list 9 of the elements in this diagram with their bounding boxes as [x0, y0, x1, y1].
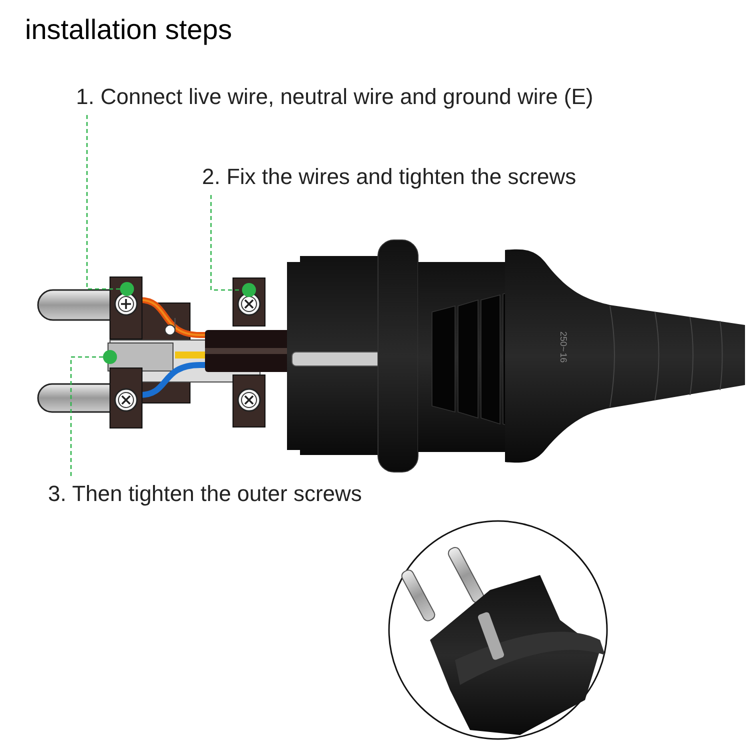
leader-line: [86, 115, 120, 290]
title: installation steps: [25, 13, 232, 47]
step-text: 2. Fix the wires and tighten the screws: [202, 163, 576, 191]
leader-line: [210, 195, 242, 291]
step-text: 3. Then tighten the outer screws: [48, 480, 362, 508]
leader-line: [70, 356, 103, 476]
rating-text: 250~: [558, 331, 569, 352]
step-text: 1. Connect live wire, neutral wire and ground wire (E): [76, 83, 594, 111]
rating-text: 16: [558, 352, 569, 363]
